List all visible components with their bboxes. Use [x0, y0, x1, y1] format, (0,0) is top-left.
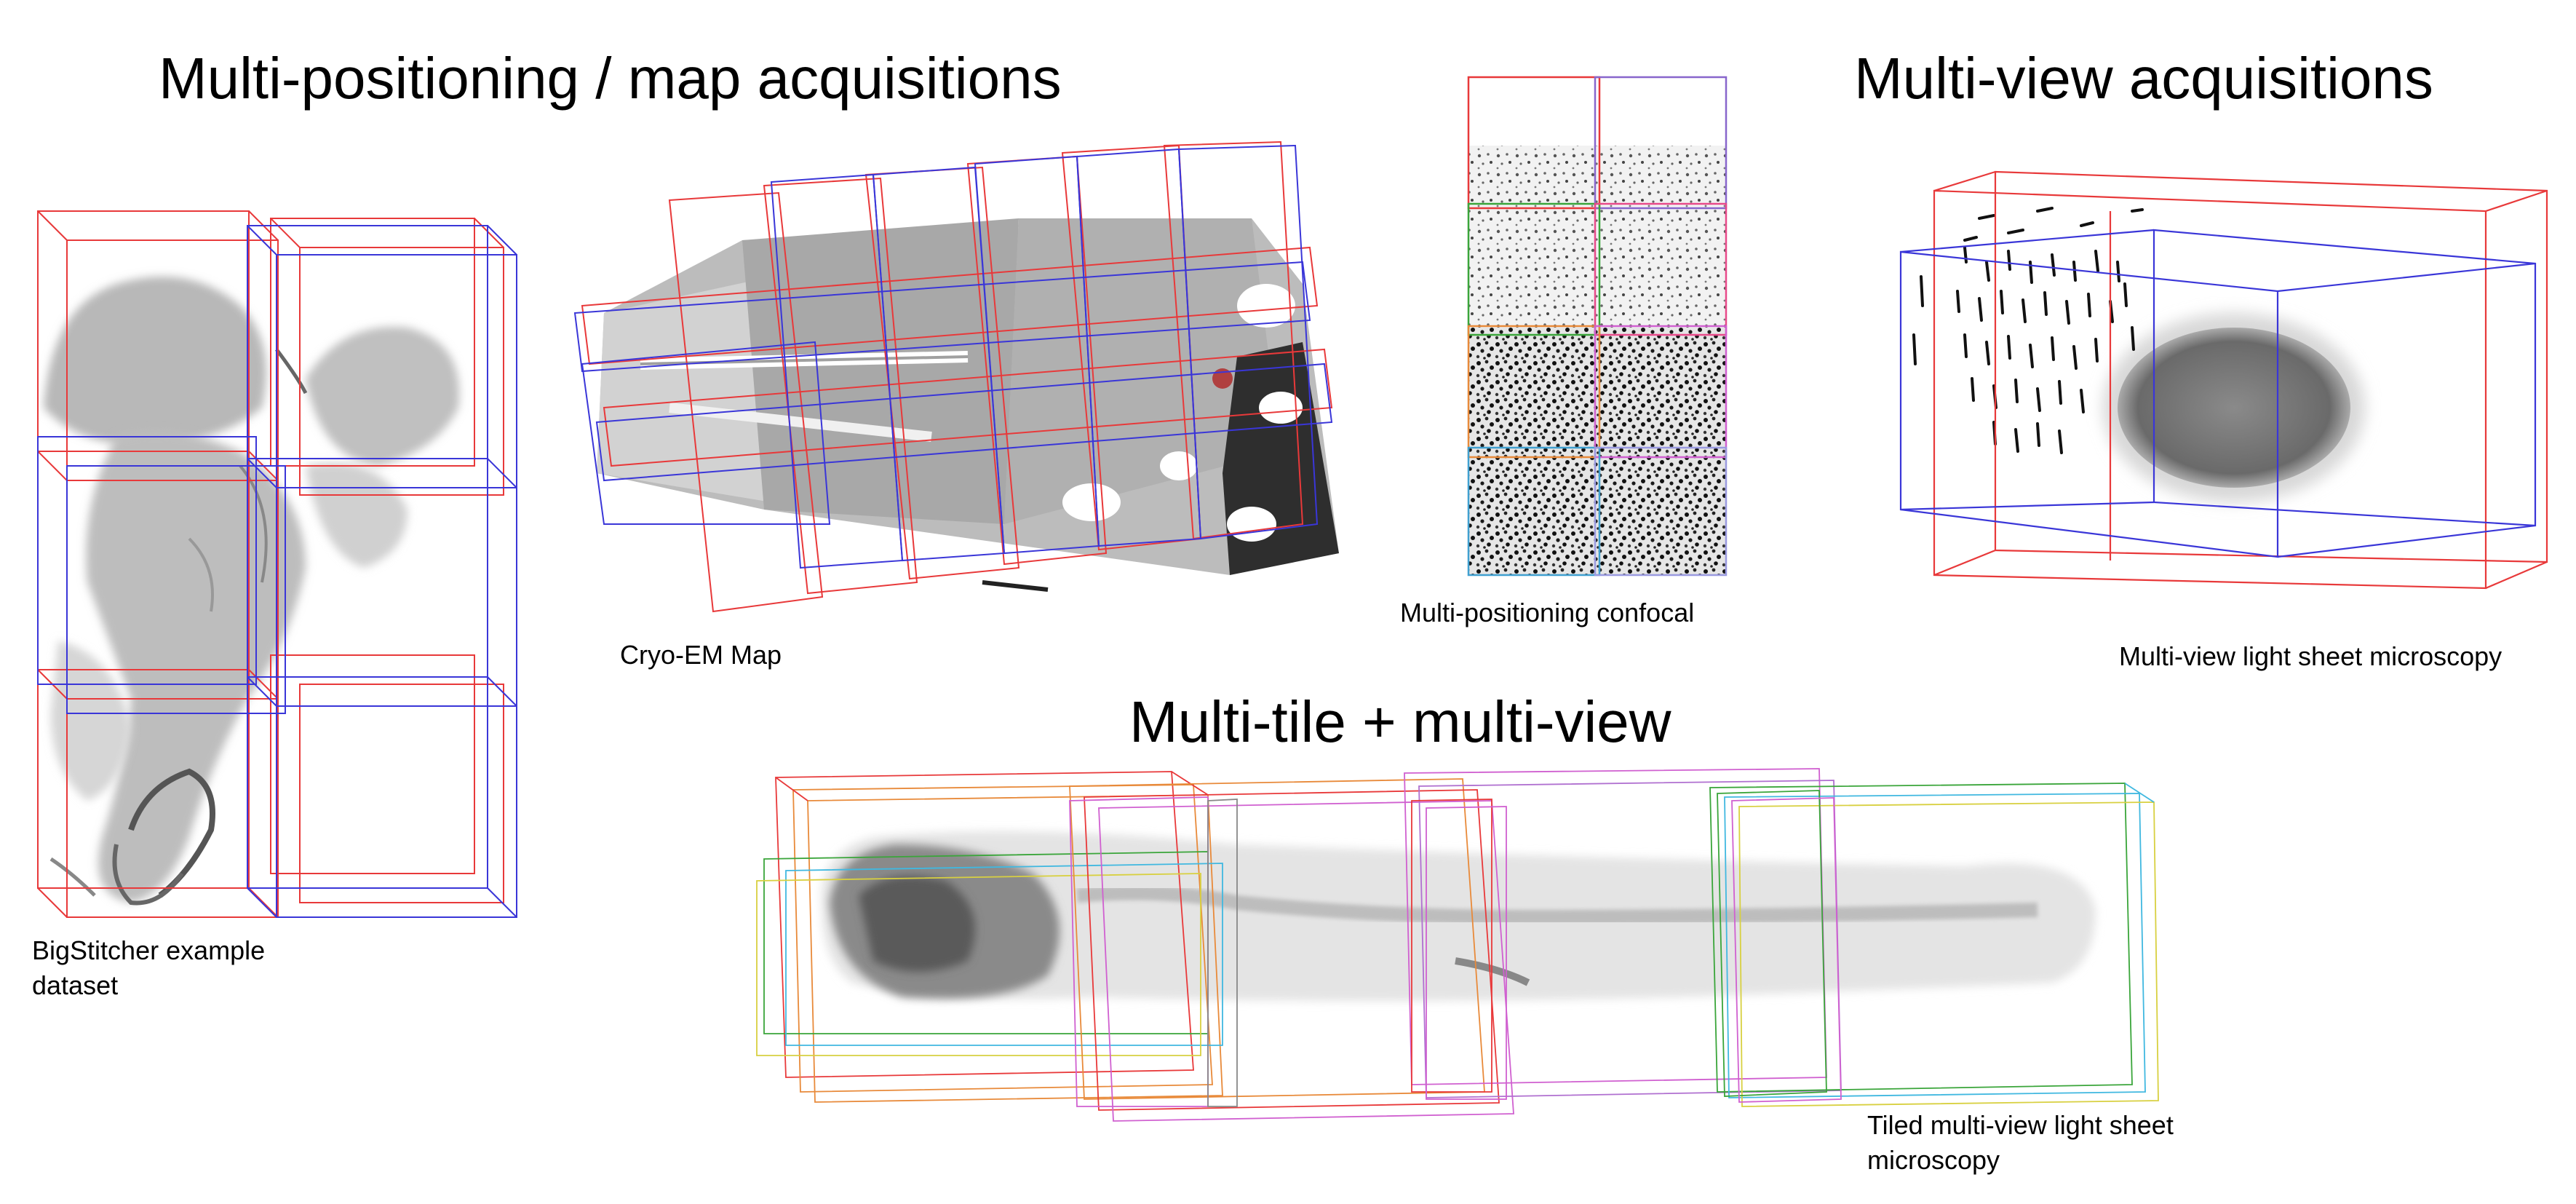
- confocal-tile-r4c1: [1467, 446, 1601, 577]
- confocal-tile-r3c1: [1467, 325, 1601, 459]
- confocal-tile-r1c2: [1594, 76, 1728, 210]
- caption-bigstitcher-line1: BigStitcher example: [32, 935, 266, 965]
- confocal-tile-r1c1: [1467, 76, 1601, 210]
- confocal-tile-r4c2: [1594, 446, 1728, 577]
- caption-tiled-line2: microscopy: [1867, 1145, 2000, 1175]
- light-sheet-blue-view: [1899, 229, 2537, 558]
- confocal-tile-r3c2: [1594, 325, 1728, 459]
- light-sheet-cell-tracks: [1912, 207, 2144, 454]
- tiled-specimen: [821, 831, 2096, 1001]
- tiled-view-boxes: [756, 768, 2159, 1122]
- caption-tiled: Tiled multi-view light sheet microscopy: [1867, 1108, 2174, 1178]
- confocal-tile-r2c1: [1467, 202, 1601, 336]
- cryo-em-specimen: [597, 218, 1339, 592]
- confocal-specimen: [1468, 116, 1726, 575]
- caption-bigstitcher-line2: dataset: [32, 970, 119, 1000]
- caption-confocal: Multi-positioning confocal: [1400, 598, 1695, 627]
- heading-multi-tile: Multi-tile + multi-view: [1129, 689, 1671, 754]
- tiled-group-4: [1709, 783, 2159, 1107]
- light-sheet-specimen: [1912, 207, 2365, 502]
- cryo-em-red-tiles: [581, 140, 1333, 613]
- caption-cryo-em: Cryo-EM Map: [620, 640, 782, 670]
- heading-multi-positioning: Multi-positioning / map acquisitions: [159, 46, 1062, 111]
- caption-tiled-line1: Tiled multi-view light sheet: [1867, 1110, 2174, 1140]
- confocal-tile-boxes: [1467, 76, 1728, 577]
- caption-light-sheet: Multi-view light sheet microscopy: [2119, 641, 2503, 671]
- confocal-tile-r2c2: [1594, 202, 1728, 336]
- bigstitcher-tile-boxes: [37, 210, 517, 918]
- bigstitcher-blue-tiles: [37, 225, 517, 918]
- cryo-em-tile-boxes: [573, 140, 1333, 613]
- bigstitcher-specimen: [44, 277, 460, 906]
- caption-bigstitcher: BigStitcher example dataset: [32, 933, 265, 1003]
- light-sheet-red-view: [1933, 170, 2548, 590]
- heading-multi-view: Multi-view acquisitions: [1854, 46, 2433, 111]
- light-sheet-view-boxes: [1899, 170, 2548, 590]
- cryo-em-blue-tiles: [573, 144, 1333, 569]
